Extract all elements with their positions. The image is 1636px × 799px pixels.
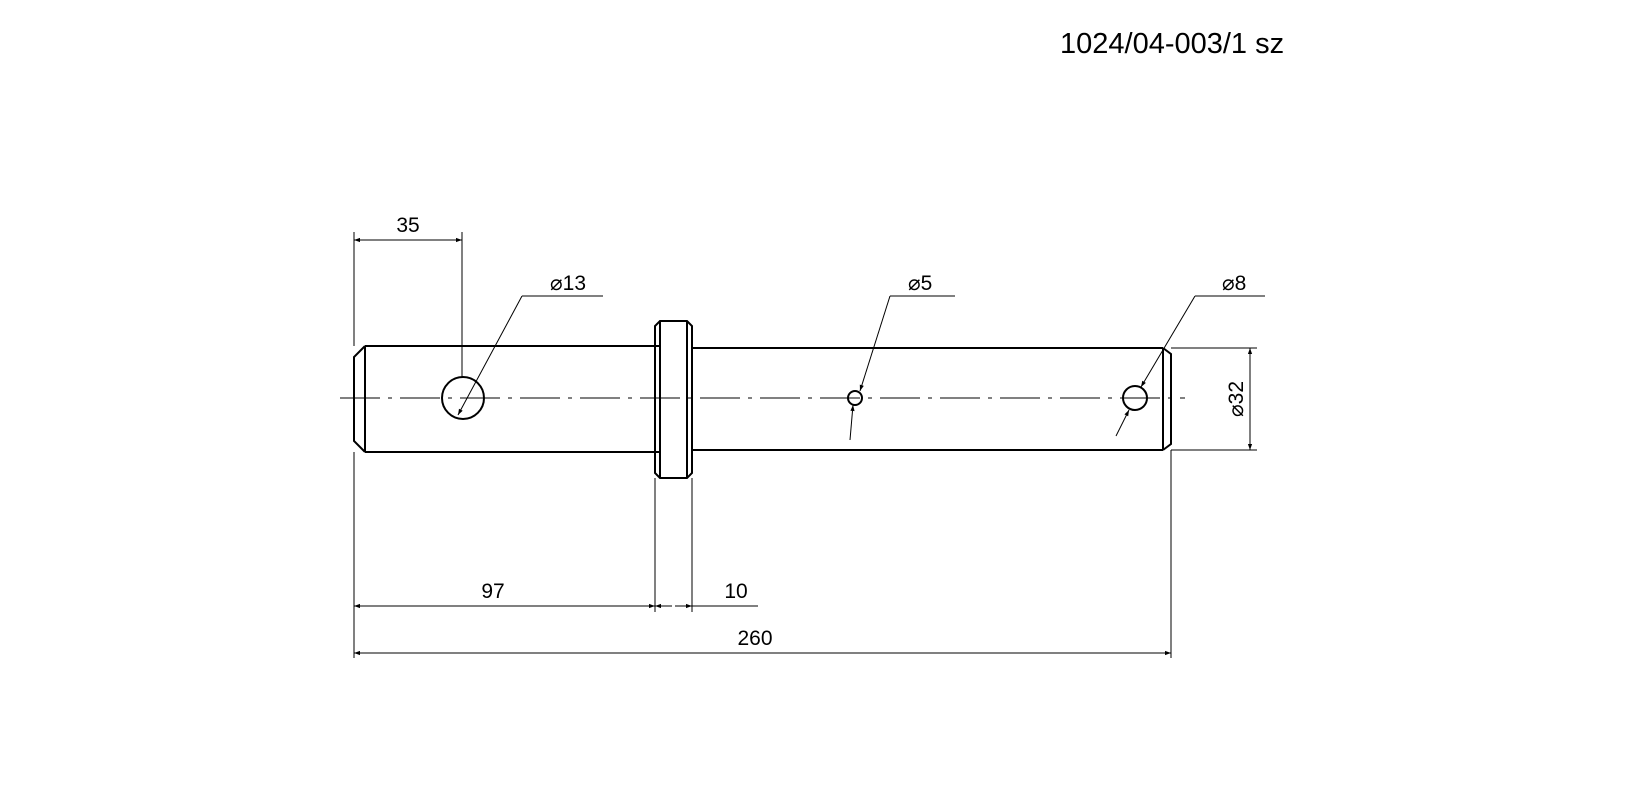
diameter-symbol: ⌀ xyxy=(550,272,563,295)
dim-text-dia-8: 8 xyxy=(1235,272,1247,295)
dim-text-35: 35 xyxy=(396,214,419,237)
dim-text-dia-5: 5 xyxy=(921,272,933,295)
dim-label-dia-32: ⌀32 xyxy=(1225,381,1248,417)
hole-8 xyxy=(1122,385,1148,411)
leader-dia-13-slant xyxy=(457,295,523,416)
dim-text-260: 260 xyxy=(737,627,772,650)
dim-text-97: 97 xyxy=(481,580,504,603)
diameter-symbol: ⌀ xyxy=(1222,272,1235,295)
leader-dia-8-slant xyxy=(1140,295,1196,388)
dim-text-dia-13: 13 xyxy=(563,272,586,295)
diameter-symbol: ⌀ xyxy=(1225,404,1248,417)
diameter-symbol: ⌀ xyxy=(908,272,921,295)
shaft-left-outline xyxy=(353,345,660,453)
dim-text-dia-32: 32 xyxy=(1225,381,1248,404)
dim-label-dia-5: ⌀5 xyxy=(908,272,932,295)
dim-label-dia-8: ⌀8 xyxy=(1222,272,1246,295)
leader-dia-5-slant xyxy=(859,295,891,392)
leader-dia-5-tail xyxy=(849,404,855,441)
collar-outline xyxy=(654,320,693,479)
svg-text:⌀32: ⌀32 xyxy=(1225,381,1248,417)
hole-13 xyxy=(441,376,485,420)
dim-label-dia-13: ⌀13 xyxy=(550,272,586,295)
dim-text-10: 10 xyxy=(724,580,747,603)
shaft-right-outline xyxy=(692,347,1172,451)
part-number: 1024/04-003/1 sz xyxy=(1060,28,1285,60)
leader-dia-8-tail xyxy=(1115,409,1130,437)
hole-5 xyxy=(847,390,863,406)
extension-lines xyxy=(353,232,1257,658)
